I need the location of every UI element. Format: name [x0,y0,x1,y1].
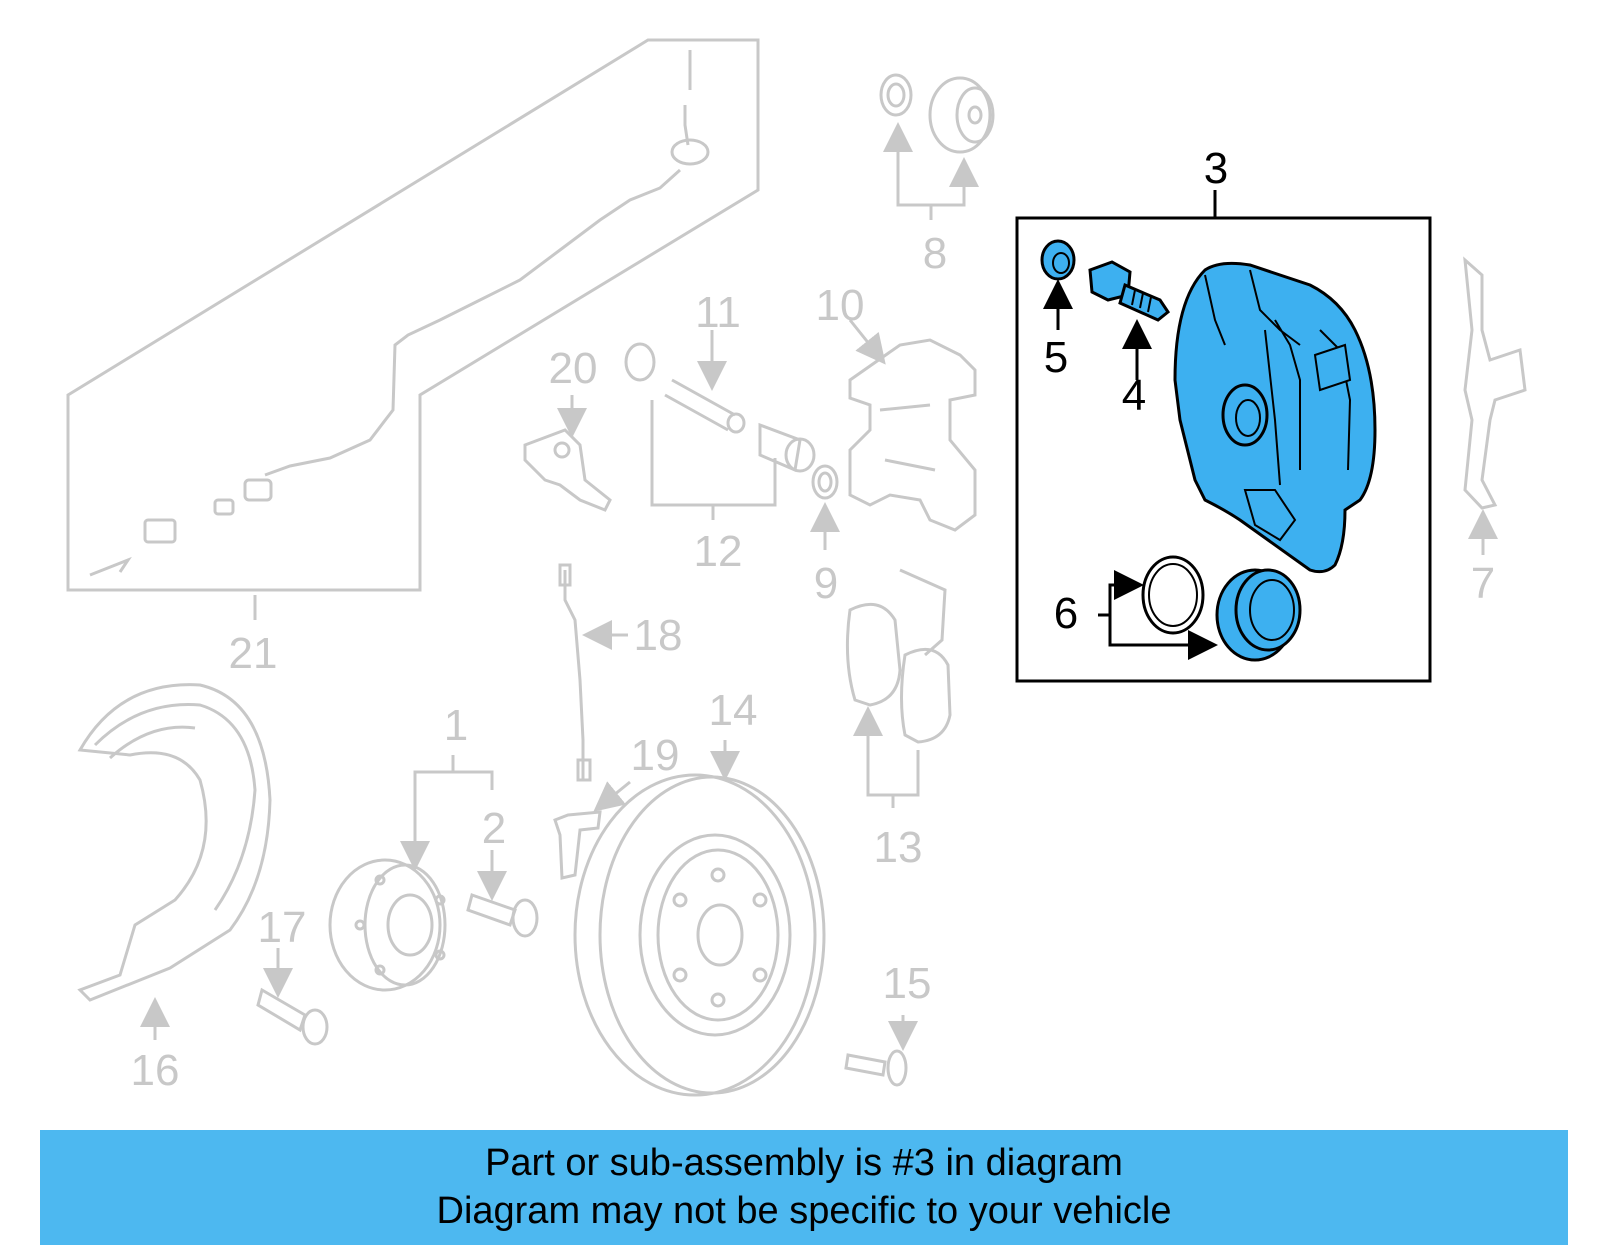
leader-1 [413,770,494,862]
callout-20: 20 [549,344,598,393]
leader-12 [650,400,777,507]
callout-18: 18 [634,611,683,660]
guide-boot [758,422,802,473]
harness-grommet [670,138,710,166]
callout-1: 1 [444,701,468,750]
caliper-bolt-part [256,948,329,1046]
brake-pad-outer [900,647,952,744]
info-banner: Part or sub-assembly is #3 in diagram Di… [40,1130,1568,1245]
carrier-bracket [848,338,977,532]
caliper-assembly-part [1015,190,1432,683]
disc-screw [844,1053,887,1077]
callout-2: 2 [482,804,506,853]
guide-pin-kit-part [624,330,816,520]
callout-10: 10 [816,281,865,330]
speed-sensor-harness-part [66,38,760,620]
callout-6: 6 [1054,589,1078,638]
hub-flange [328,858,442,992]
caliper-guide-bolt-icon [1088,260,1171,322]
harness-clip [683,50,692,146]
o-ring-part [810,464,840,550]
wear-sensor-part [523,395,612,512]
callout-11: 11 [695,288,741,337]
callout-14: 14 [709,686,758,735]
o-ring [811,464,839,500]
callout-8: 8 [923,229,947,278]
brake-hose [563,570,585,780]
brake-hose-part [558,563,628,782]
hose-bracket-part [553,780,631,880]
sensor-plug [213,498,235,516]
callout-5: 5 [1044,333,1068,382]
callout-15: 15 [883,959,932,1008]
callout-7: 7 [1471,559,1495,608]
sensor-cable [264,168,682,477]
sensor-head [143,518,177,544]
callout-12: 12 [694,527,743,576]
hose-bracket [553,810,602,880]
bushing-set-part [879,73,995,220]
callout-13: 13 [874,823,923,872]
guide-bushing [624,342,656,382]
sensor-tab [89,556,132,577]
bracket-bolt [256,987,307,1033]
splash-shield-icon [77,683,272,1040]
anti-rattle-spring-part [1463,256,1527,555]
caliper-bracket-part [848,319,977,532]
anti-rattle-spring [1463,256,1527,510]
leader-8 [896,127,966,207]
guide-pin [664,378,736,432]
disc-screw-part [844,1015,918,1087]
sensor-connector [243,478,273,502]
rotor-center [696,903,744,967]
pad-wear-wire [899,568,947,657]
callout-16: 16 [131,1046,180,1095]
exploded-parts-diagram: 1 2 3 4 5 6 7 8 9 10 11 12 13 14 15 16 1… [66,38,1527,1097]
banner-line-part-number: Part or sub-assembly is #3 in diagram [485,1142,1123,1184]
caliper-bushing-icon [1040,239,1076,281]
rotor-hat [638,833,792,1037]
harness-panel-outline [66,38,760,592]
callout-9: 9 [814,559,838,608]
callout-19: 19 [631,731,680,780]
brake-disc-icon [573,740,826,1097]
brake-pads-part [845,568,952,808]
hub-bolt [466,893,517,927]
leader-10 [848,319,886,365]
brake-pad-inner [845,602,902,707]
leader-6 [1098,570,1144,617]
brake-caliper-icon [1173,261,1377,574]
callout-17: 17 [258,903,307,952]
splash-shield [77,683,272,1002]
small-bushing [879,73,913,117]
callout-21: 21 [229,629,278,678]
caliper-assembly-box [1015,216,1432,683]
piston-seal-kit-icon [1141,555,1302,662]
wheel-hub-icon [328,755,494,992]
callout-4: 4 [1122,371,1146,420]
callout-3: 3 [1204,144,1228,193]
rotor-outer [573,773,817,1097]
banner-line-disclaimer: Diagram may not be specific to your vehi… [436,1190,1172,1232]
leader-19 [593,780,631,812]
leader-13 [866,712,920,797]
hub-bolt-part [466,850,539,938]
piston-seal-ring [1141,555,1205,635]
large-bushing [928,76,992,154]
sensor-body [523,428,612,512]
